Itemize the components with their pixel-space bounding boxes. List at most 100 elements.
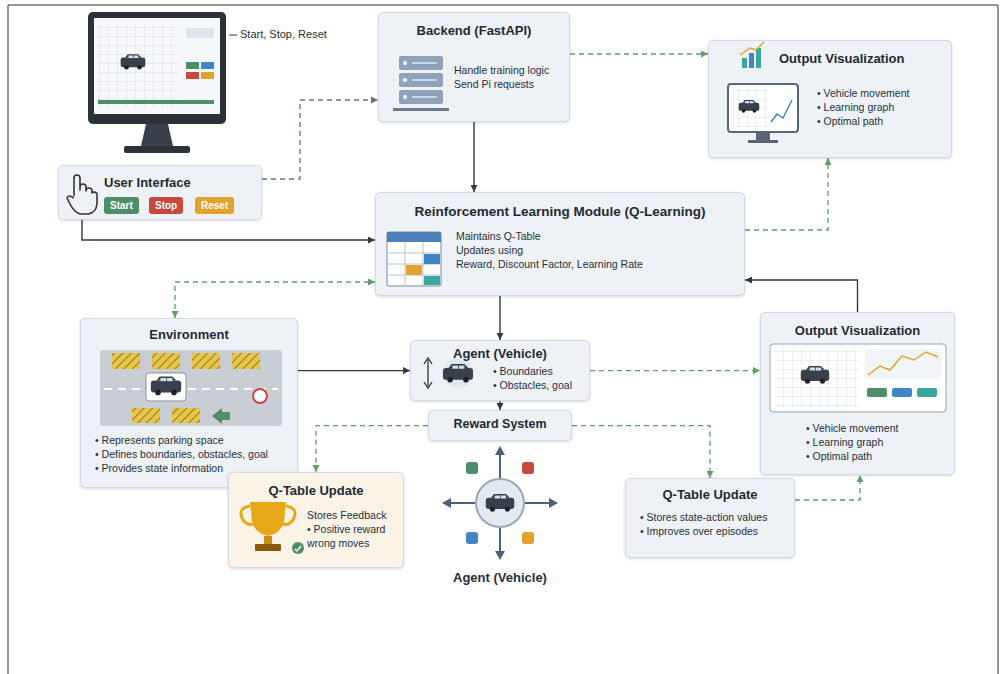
display-icon-part bbox=[728, 84, 798, 132]
button-label: Reset bbox=[201, 199, 228, 212]
start-button: Start bbox=[104, 197, 139, 214]
visualization-illustration-part bbox=[917, 388, 937, 397]
display-icon-part bbox=[748, 140, 778, 143]
display-icon-part bbox=[756, 132, 770, 140]
flow-arrow bbox=[298, 370, 410, 371]
leader-line bbox=[229, 35, 237, 36]
box-text: • Defines boundaries, obstacles, goal bbox=[95, 447, 289, 461]
visualization-illustration-part bbox=[775, 349, 859, 407]
q-table-icon-part bbox=[387, 264, 441, 265]
box-text: • Obstacles, goal bbox=[493, 378, 581, 392]
dashed-flow-arrow bbox=[570, 53, 708, 54]
trophy-icon-part bbox=[241, 506, 253, 524]
box-title: Agent (Vehicle) bbox=[411, 346, 589, 363]
server-icon-part bbox=[403, 95, 407, 99]
box-text: Handle training logic bbox=[454, 63, 561, 77]
q-table-icon bbox=[387, 232, 441, 286]
box-text: Reward, Discount Factor, Learning Rate bbox=[456, 257, 736, 271]
qtable-box: Q-Table Update• Stores state-action valu… bbox=[625, 478, 795, 558]
visualization-illustration-part bbox=[770, 344, 946, 412]
box-text: • Optimal path bbox=[817, 114, 943, 128]
agent-action-illustration-part bbox=[522, 532, 534, 544]
box-title: Reinforcement Learning Module (Q-Learnin… bbox=[376, 203, 744, 221]
agent-action-illustration-part bbox=[446, 502, 475, 504]
box-text: • Learning graph bbox=[817, 100, 943, 114]
server-icon-part bbox=[403, 61, 407, 65]
parking-illustration-part bbox=[152, 353, 180, 369]
monitor-illustration bbox=[88, 12, 226, 153]
monitor-illustration-part bbox=[88, 12, 226, 124]
box-text: • Learning graph bbox=[806, 435, 946, 449]
box-text: • Provides state information bbox=[95, 461, 289, 475]
flow-arrow bbox=[745, 280, 858, 312]
agent-action-illustration-part bbox=[499, 528, 501, 556]
display-icon-part bbox=[771, 100, 792, 122]
q-table-icon-part bbox=[406, 265, 422, 275]
parking-illustration-part bbox=[112, 353, 140, 369]
parking-illustration-part bbox=[104, 388, 278, 390]
visualization-illustration-part bbox=[892, 388, 912, 397]
output-box: Output Visualization• Vehicle movement• … bbox=[708, 40, 952, 158]
agent-action-illustration-part bbox=[466, 462, 478, 474]
annotation-label: Start, Stop, Reset bbox=[240, 28, 380, 40]
visualization-illustration-part bbox=[865, 349, 941, 379]
trophy-icon-part bbox=[292, 542, 304, 554]
box-text: • Improves over episodes bbox=[640, 524, 786, 538]
monitor-illustration-part bbox=[186, 62, 199, 69]
server-icon-part bbox=[399, 56, 443, 70]
parking-illustration-part bbox=[192, 353, 220, 369]
dashed-flow-arrow bbox=[590, 370, 760, 371]
flow-arrow bbox=[82, 220, 375, 240]
chart-icon-part bbox=[749, 53, 754, 68]
trophy-icon-part bbox=[255, 544, 281, 551]
box-text: • Positive reward wrong moves bbox=[307, 522, 395, 550]
visualization-illustration bbox=[770, 344, 946, 412]
vehicle-icon-part bbox=[424, 358, 432, 388]
flow-arrow bbox=[473, 122, 474, 192]
q-table-icon-part bbox=[387, 232, 441, 242]
monitor-illustration-part bbox=[98, 24, 178, 108]
box-title: Output Visualization bbox=[761, 323, 954, 340]
box-title: Reward System bbox=[429, 416, 571, 432]
monitor-illustration-part bbox=[124, 146, 190, 153]
chart-icon-part bbox=[756, 48, 761, 68]
monitor-illustration-part bbox=[141, 124, 173, 146]
button-label: Start bbox=[110, 199, 133, 212]
parking-illustration-part bbox=[146, 373, 186, 401]
dashed-flow-arrow bbox=[745, 158, 828, 230]
box-text: Updates using bbox=[456, 243, 736, 257]
stop-button: Stop bbox=[149, 197, 183, 214]
box-title: User Interface bbox=[104, 175, 253, 192]
agent-action-illustration-part bbox=[522, 462, 534, 474]
server-icon-part bbox=[403, 78, 407, 82]
parking-illustration-part bbox=[100, 350, 282, 426]
server-icon-part bbox=[393, 108, 449, 111]
parking-illustration-part bbox=[212, 408, 230, 424]
visualization-illustration-part bbox=[868, 352, 938, 375]
trophy-icon-part bbox=[250, 502, 286, 536]
output-box: Output Visualization• Vehicle movement• … bbox=[760, 312, 955, 475]
chart-icon bbox=[740, 42, 764, 68]
server-icon-part bbox=[412, 96, 437, 98]
box-title: Environment bbox=[81, 327, 297, 344]
q-table-icon-part bbox=[424, 254, 440, 264]
trophy-icon-part bbox=[264, 536, 272, 544]
box-title: Output Visualization bbox=[779, 51, 943, 68]
box-text: • Vehicle movement bbox=[817, 86, 943, 100]
reward-box: Reward System bbox=[428, 410, 572, 441]
ui-panel: User InterfaceStart Stop Reset bbox=[58, 165, 262, 220]
agent-label: Agent (Vehicle) bbox=[430, 570, 570, 585]
flow-arrow bbox=[499, 296, 500, 340]
box-text: • Stores state-action values bbox=[640, 510, 786, 524]
box-text: • Optimal path bbox=[806, 449, 946, 463]
agent-box: Agent (Vehicle)• Boundaries• Obstacles, … bbox=[410, 340, 590, 401]
dashed-flow-arrow bbox=[316, 426, 428, 472]
display-icon bbox=[728, 84, 798, 143]
monitor-illustration-part bbox=[186, 28, 214, 38]
flow-arrow bbox=[499, 401, 500, 410]
box-text: Stores Feedback bbox=[307, 508, 395, 522]
dashed-flow-arrow bbox=[175, 282, 375, 318]
page-frame bbox=[8, 5, 998, 674]
backend-box: Backend (FastAPI)Handle training logicSe… bbox=[378, 12, 570, 122]
display-icon-part bbox=[739, 100, 760, 113]
